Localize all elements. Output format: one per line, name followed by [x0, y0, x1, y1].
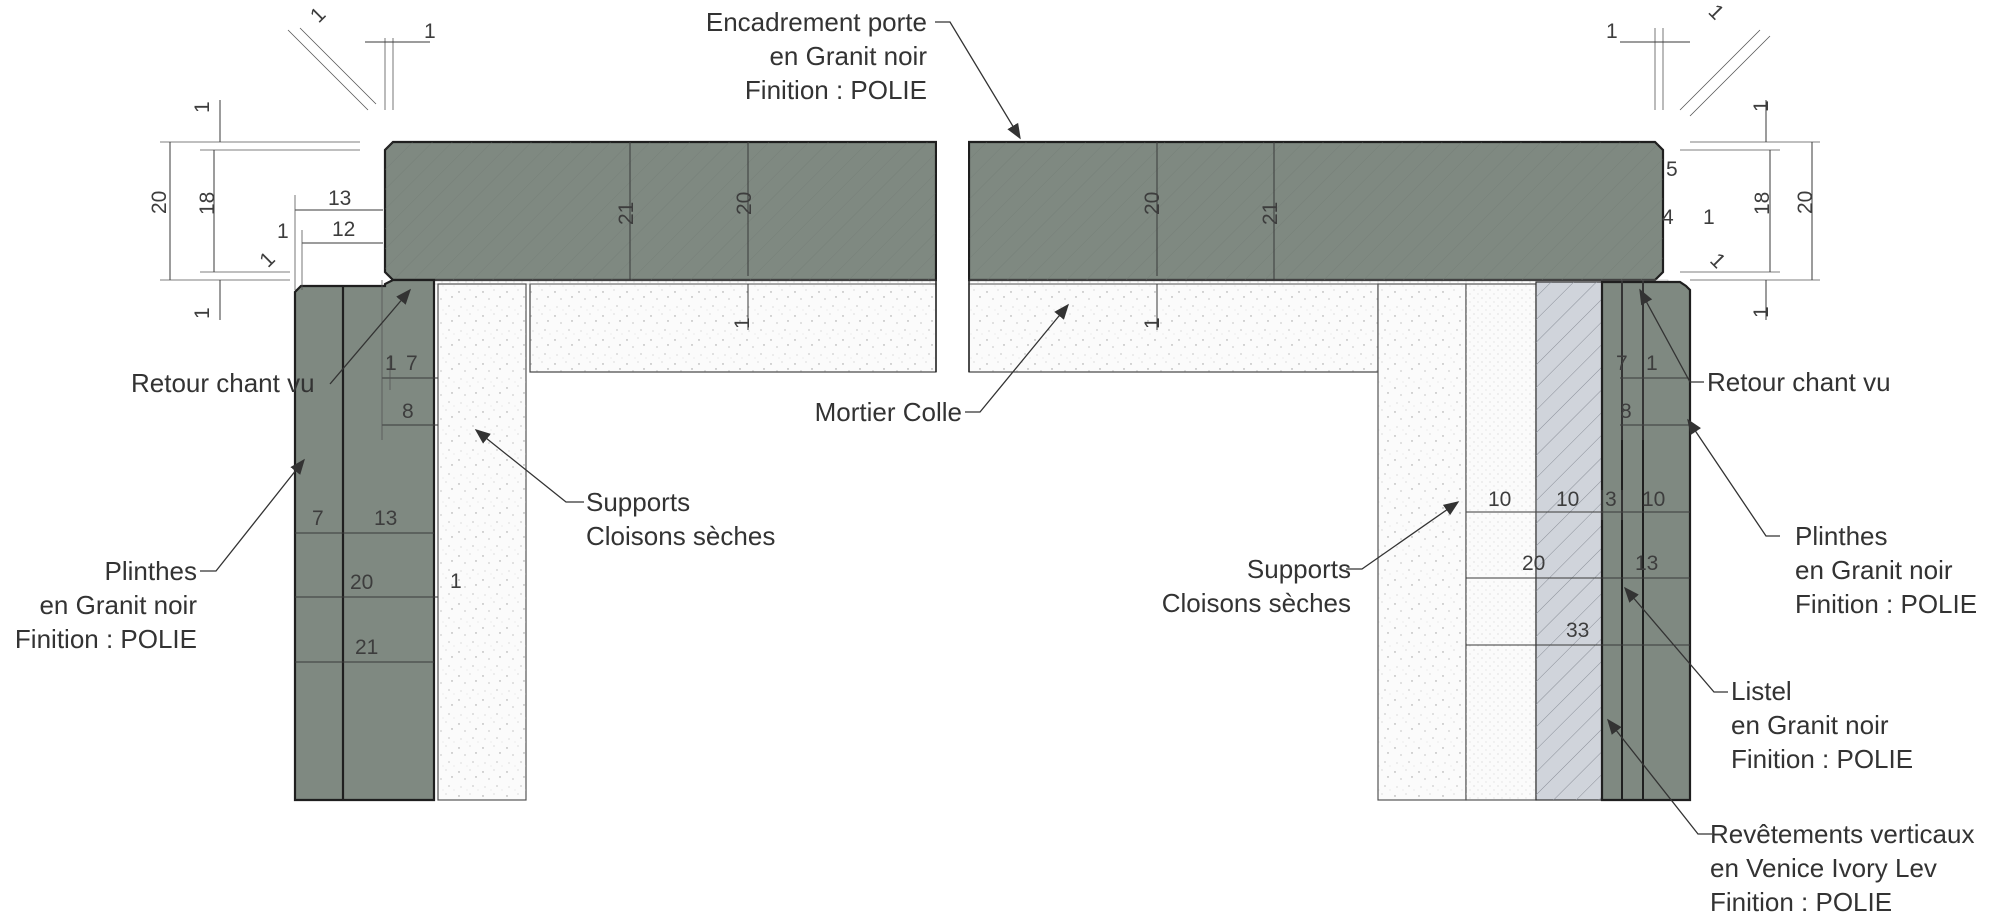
- dim-plinth-1-left: 1: [385, 352, 397, 375]
- callout-supports-right-line2: Cloisons sèches: [1162, 588, 1351, 618]
- callout-frame-line3: Finition : POLIE: [745, 75, 927, 105]
- cladding-right: [1535, 281, 1603, 801]
- dim-r-20: 20: [1522, 552, 1545, 575]
- dimension-lines: [160, 27, 1820, 663]
- dim-right-gap-1: 1: [1750, 100, 1773, 112]
- callout-frame-line2: en Granit noir: [769, 41, 927, 71]
- callout-frame-line1: Encadrement porte: [706, 7, 927, 37]
- dim-plinth-8-left: 8: [402, 400, 414, 423]
- callout-plinth-right-line2: en Granit noir: [1795, 555, 1953, 585]
- dim-top-left-chamfer-b: 1: [424, 20, 436, 43]
- callout-return-right: Retour chant vu: [1707, 367, 1891, 397]
- dim-right-4: 4: [1662, 206, 1674, 229]
- dim-left-bottom-gap: 1: [191, 307, 214, 319]
- callout-listel-line1: Listel: [1731, 676, 1792, 706]
- dim-left-1a: 1: [277, 220, 289, 243]
- callout-supports-right: Supports Cloisons sèches: [1162, 554, 1351, 618]
- callout-plinth-right-line1: Plinthes: [1795, 521, 1888, 551]
- callout-cladding-line1: Revêtements verticaux: [1710, 819, 1974, 849]
- mortar-bed-left: [529, 283, 937, 373]
- dim-right-18: 18: [1751, 192, 1774, 215]
- callout-mortar: Mortier Colle: [815, 397, 962, 427]
- dim-frame-20-right: 20: [1141, 192, 1164, 215]
- dim-right-1: 1: [1703, 206, 1715, 229]
- callout-plinth-left-line2: en Granit noir: [39, 590, 197, 620]
- dim-right-8: 8: [1620, 400, 1632, 423]
- dim-right-chamfer-1: 1: [1704, 0, 1729, 25]
- dim-left-top-gap: 1: [191, 101, 214, 113]
- dim-plinth-13-left: 13: [374, 507, 397, 530]
- support-left: [437, 283, 527, 801]
- dim-right-1c: 1: [1750, 306, 1773, 318]
- dim-left-12: 12: [332, 218, 355, 241]
- dim-frame-20-left: 20: [733, 192, 756, 215]
- mortar-bed-right: [968, 283, 1379, 373]
- callout-listel-line3: Finition : POLIE: [1731, 744, 1913, 774]
- dim-top-right-1: 1: [1606, 20, 1618, 43]
- callout-cladding: Revêtements verticaux en Venice Ivory Le…: [1710, 819, 1974, 913]
- dim-r-33: 33: [1566, 619, 1589, 642]
- callout-plinth-left: Plinthes en Granit noir Finition : POLIE: [15, 556, 197, 654]
- dim-right-5: 5: [1666, 158, 1678, 181]
- dim-plinth-20-left: 20: [350, 571, 373, 594]
- dim-left-h20: 20: [148, 191, 171, 214]
- dim-right-20: 20: [1794, 191, 1817, 214]
- callout-listel: Listel en Granit noir Finition : POLIE: [1731, 676, 1913, 774]
- callout-return-left: Retour chant vu: [131, 368, 315, 398]
- dim-right-1b: 1: [1705, 249, 1730, 274]
- callout-frame: Encadrement porte en Granit noir Finitio…: [706, 7, 927, 105]
- dim-plinth-7b-left: 7: [312, 507, 324, 530]
- dim-r-3: 3: [1605, 488, 1617, 511]
- callout-plinth-left-line3: Finition : POLIE: [15, 624, 197, 654]
- dim-r-10b: 10: [1556, 488, 1579, 511]
- dim-plinth-7-left: 7: [406, 352, 418, 375]
- callout-listel-line2: en Granit noir: [1731, 710, 1889, 740]
- callout-plinth-right: Plinthes en Granit noir Finition : POLIE: [1795, 521, 1977, 619]
- dim-plinth-1c-left: 1: [450, 570, 462, 593]
- callout-plinth-left-line1: Plinthes: [105, 556, 198, 586]
- dim-right-1d: 1: [1646, 352, 1658, 375]
- dim-r-13: 13: [1635, 552, 1658, 575]
- callout-supports-left-line1: Supports: [586, 487, 690, 517]
- dim-left-1b: 1: [255, 247, 280, 272]
- dim-left-h18: 18: [196, 192, 219, 215]
- dim-top-left-chamfer-a: 1: [306, 3, 331, 28]
- dim-right-7: 7: [1616, 352, 1628, 375]
- plinth-right: [1600, 280, 1692, 802]
- dim-frame-21-right: 21: [1259, 202, 1282, 225]
- callout-supports-left: Supports Cloisons sèches: [586, 487, 775, 551]
- callout-cladding-line3: Finition : POLIE: [1710, 887, 1892, 913]
- dim-left-13: 13: [328, 187, 351, 210]
- dim-plinth-21-left: 21: [355, 636, 378, 659]
- dim-mortar-1-left: 1: [731, 317, 754, 329]
- callout-plinth-right-line3: Finition : POLIE: [1795, 589, 1977, 619]
- door-frame-left-piece: [383, 140, 938, 282]
- callout-supports-left-line2: Cloisons sèches: [586, 521, 775, 551]
- callout-supports-right-line1: Supports: [1247, 554, 1351, 584]
- dim-r-10a: 10: [1488, 488, 1511, 511]
- dim-frame-21-left: 21: [615, 202, 638, 225]
- dim-r-10c: 10: [1642, 488, 1665, 511]
- callout-cladding-line2: en Venice Ivory Lev: [1710, 853, 1937, 883]
- door-frame-right-piece: [967, 140, 1665, 282]
- dim-mortar-1-right: 1: [1141, 317, 1164, 329]
- support-right: [1377, 283, 1537, 801]
- leader-lines: [200, 21, 1780, 835]
